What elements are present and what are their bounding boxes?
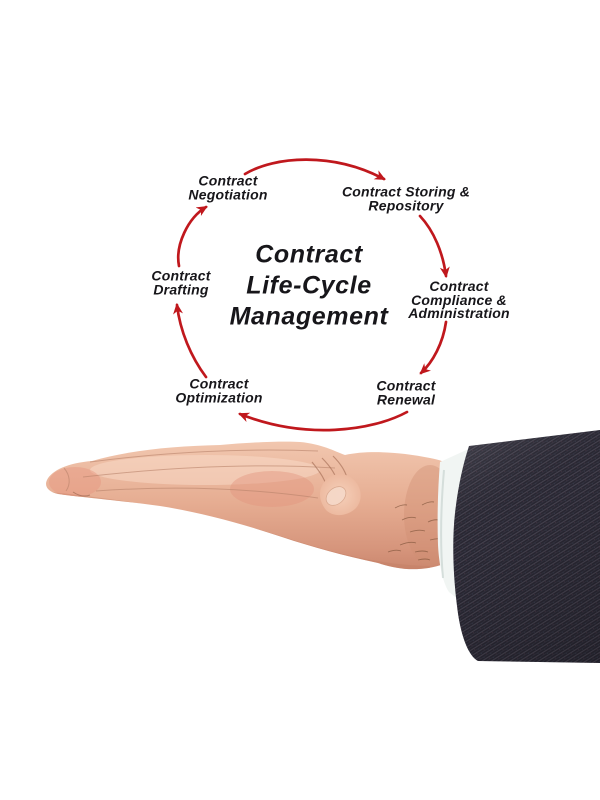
suit-sleeve [453,430,600,663]
cuff-fold-shadow [440,469,445,579]
step-label-line: Contract [189,375,249,392]
arrow-renewal-to-optimization [238,410,409,432]
center-title-line: Management [229,302,389,331]
step-label-line: Renewal [376,391,436,407]
cycle-step-contract-optimization: Contract Optimization [175,375,263,405]
arrow-optimization-to-drafting [173,303,208,379]
arrow-storing-to-compliance [418,214,450,278]
cycle-center-title: Contract Life-Cycle Management [230,240,389,333]
finger-highlight [90,455,320,485]
step-label-line: Compliance & [411,291,507,308]
cycle-step-contract-compliance-administration: Contract Compliance & Administration [408,277,510,321]
arrow-drafting-to-negotiation [176,205,208,268]
center-title-line: Life-Cycle [246,271,372,300]
pinky-nail-edge [72,491,91,497]
step-label-line: Contract [151,267,211,284]
cycle-step-contract-storing-repository: Contract Storing & Repository [341,183,471,213]
step-label-line: Administration [408,304,510,321]
step-label-line: Negotiation [188,186,268,202]
open-hand [46,441,449,570]
palm-blush [230,471,314,507]
step-label-line: Optimization [175,389,263,405]
step-label-line: Contract [198,172,258,189]
step-label-line: Contract Storing & [341,183,471,200]
arrow-negotiation-to-storing [243,158,386,181]
center-title-line: Contract [255,240,363,269]
cycle-step-contract-negotiation: Contract Negotiation [188,172,268,202]
cycle-step-contract-renewal: Contract Renewal [376,377,436,407]
step-label-line: Drafting [153,281,209,297]
finger-creases [63,449,336,499]
arrow-compliance-to-renewal [419,320,448,375]
step-label-line: Contract [376,377,436,394]
fingertip-blush [49,467,101,497]
step-label-line: Repository [368,197,444,213]
sleeve-lighting [453,430,600,663]
cycle-step-contract-drafting: Contract Drafting [151,267,211,297]
step-label-line: Contract [429,277,489,294]
thumb-nail [325,486,347,506]
